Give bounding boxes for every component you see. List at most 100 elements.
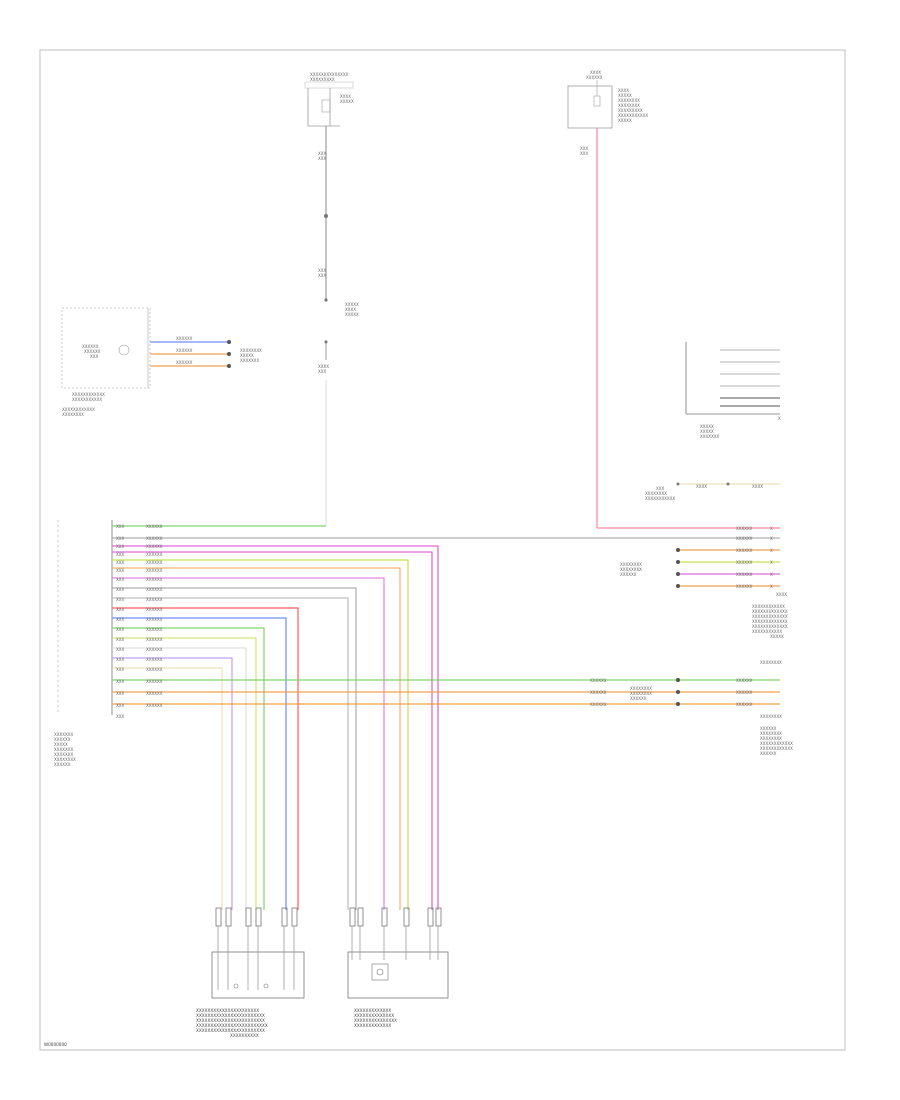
svg-text:XXXX: XXXX — [340, 94, 351, 99]
svg-text:XXXXXXXXXXXXXXXXXXXXXXXX: XXXXXXXXXXXXXXXXXXXXXXXX — [196, 1013, 265, 1018]
svg-text:XXXXXXXXXXXXXX: XXXXXXXXXXXXXX — [310, 72, 349, 77]
svg-text:XXXXXX: XXXXXX — [146, 577, 163, 582]
svg-text:XXX: XXX — [90, 354, 98, 359]
footer-code: W0000000 — [44, 1042, 67, 1047]
svg-text:XXXXXX: XXXXXX — [760, 751, 777, 756]
svg-text:XXXXXXXXXXXX: XXXXXXXXXXXX — [72, 392, 105, 397]
svg-text:XXXXXXXXXXXX: XXXXXXXXXXXX — [760, 746, 793, 751]
svg-text:XXXXXXXXXXXXXX: XXXXXXXXXXXXXX — [354, 1013, 394, 1018]
svg-text:XXX: XXX — [116, 657, 124, 662]
svg-text:XXXXXXXXXXXXXXXXXXXXXXXX: XXXXXXXXXXXXXXXXXXXXXXXX — [196, 1018, 265, 1023]
svg-text:XXXXXX: XXXXXX — [590, 690, 607, 695]
svg-text:XXXXXXXX: XXXXXXXX — [630, 691, 652, 696]
svg-text:XXX: XXX — [656, 486, 664, 491]
svg-text:XXX: XXX — [318, 156, 326, 161]
svg-text:XXX: XXX — [116, 617, 124, 622]
svg-text:XXXXXXX: XXXXXXX — [54, 732, 73, 737]
svg-text:XXXXXX: XXXXXX — [146, 597, 163, 602]
svg-text:XXXXXX: XXXXXX — [84, 349, 101, 354]
svg-text:X: X — [778, 416, 781, 421]
svg-text:XXXXXX: XXXXXX — [176, 348, 193, 353]
svg-text:XXXXX: XXXXX — [700, 424, 714, 429]
svg-text:XXX: XXX — [116, 627, 124, 632]
svg-text:XXXX: XXXX — [318, 364, 329, 369]
svg-text:XXXX: XXXX — [696, 484, 707, 489]
bottom-right-connector: XXXXXXXXXXXXX XXXXXXXXXXXXXX XXXXXXXXXXX… — [347, 907, 449, 1028]
svg-text:XXXXXXXXXXX: XXXXXXXXXXX — [618, 113, 648, 118]
svg-text:XXXXX: XXXXX — [240, 353, 254, 358]
svg-text:XXXXXXXXX: XXXXXXXXX — [618, 108, 643, 113]
svg-text:XXXXXXXX: XXXXXXXX — [760, 714, 782, 719]
svg-text:XXXXXXX: XXXXXXX — [54, 747, 73, 752]
svg-text:XXX: XXX — [116, 714, 124, 719]
svg-text:XXX: XXX — [116, 524, 124, 529]
svg-text:XXXXXX: XXXXXX — [146, 587, 163, 592]
svg-text:XXX: XXX — [116, 552, 124, 557]
svg-text:XXXXXX: XXXXXX — [146, 568, 163, 573]
svg-text:XXXXXX: XXXXXX — [146, 637, 163, 642]
svg-text:XXXXXXXX: XXXXXXXX — [620, 567, 642, 572]
svg-text:XXXXXX: XXXXXX — [590, 678, 607, 683]
svg-text:XXXXX: XXXXX — [618, 118, 632, 123]
svg-text:XXXXXXXXXXXX: XXXXXXXXXXXX — [62, 407, 95, 412]
svg-text:XXXXXX: XXXXXX — [736, 560, 753, 565]
svg-text:X: X — [770, 584, 773, 589]
svg-text:XXXXXX: XXXXXX — [736, 548, 753, 553]
svg-text:X: X — [770, 560, 773, 565]
svg-text:XXXXXX: XXXXXX — [146, 647, 163, 652]
left-sensor-component: XXXXXX XXXXXX XXX XXXXXXXXXXXX XXXXXXXXX… — [61, 307, 262, 417]
svg-text:X: X — [770, 536, 773, 541]
svg-text:XXXXXX: XXXXXX — [146, 560, 163, 565]
svg-text:XXXXXX: XXXXXX — [54, 737, 71, 742]
svg-text:XXXXXXXX: XXXXXXXX — [760, 660, 782, 665]
svg-text:XXXXXX: XXXXXX — [736, 526, 753, 531]
svg-text:XXXXXXXXXXX: XXXXXXXXXXX — [645, 496, 675, 501]
svg-text:XXXXXXXXX: XXXXXXXXX — [310, 77, 335, 82]
svg-text:XXX: XXX — [318, 151, 326, 156]
svg-text:XXX: XXX — [116, 691, 124, 696]
svg-text:XXXXXX: XXXXXX — [590, 702, 607, 707]
svg-text:XXXXXX: XXXXXX — [146, 703, 163, 708]
svg-text:XXXXXX: XXXXXX — [146, 524, 163, 529]
svg-text:XXXXXX: XXXXXX — [146, 627, 163, 632]
svg-text:XXXX: XXXX — [776, 592, 787, 597]
svg-text:XXXXXXXXXXX: XXXXXXXXXXX — [752, 629, 782, 634]
svg-text:XXX: XXX — [318, 268, 326, 273]
svg-text:XXXXXX: XXXXXX — [736, 690, 753, 695]
module-wire-bundle — [112, 520, 780, 910]
svg-text:XXX: XXX — [116, 637, 124, 642]
svg-text:XXXXXXXXXXXXX: XXXXXXXXXXXXX — [354, 1008, 391, 1013]
svg-text:XXXXXXXX: XXXXXXXX — [618, 98, 640, 103]
small-connector-right: XXX XXXXXXXX XXXXXXXXXXX — [645, 482, 780, 501]
svg-text:XXXXX: XXXXX — [345, 302, 359, 307]
svg-text:XXXX: XXXX — [752, 484, 763, 489]
svg-text:XXX: XXX — [116, 647, 124, 652]
svg-text:XXXX: XXXX — [590, 70, 601, 75]
diagram-frame — [39, 49, 846, 1051]
svg-text:XXXXXXXX: XXXXXXXX — [645, 491, 667, 496]
svg-text:XXX: XXX — [116, 568, 124, 573]
svg-text:XXX: XXX — [318, 369, 326, 374]
svg-text:XXXXXX: XXXXXX — [736, 536, 753, 541]
svg-text:XXXXXX: XXXXXX — [146, 667, 163, 672]
svg-text:XXX: XXX — [116, 667, 124, 672]
svg-text:XXXXXX: XXXXXX — [736, 584, 753, 589]
svg-text:XXXXXX: XXXXXX — [146, 691, 163, 696]
svg-text:XXXXXX: XXXXXX — [760, 726, 777, 731]
svg-text:XXXXXXXXXXXXX: XXXXXXXXXXXXX — [752, 614, 788, 619]
svg-text:XXXXXX: XXXXXX — [736, 678, 753, 683]
svg-text:XXXXX: XXXXX — [618, 93, 632, 98]
svg-text:XXXXXX: XXXXXX — [620, 572, 637, 577]
svg-text:XXXXXXXX: XXXXXXXX — [54, 757, 76, 762]
bottom-left-connector: XXXXXXXXXXXXXXXXXXXXXX XXXXXXXXXXXXXXXXX… — [196, 907, 305, 1038]
svg-text:XXXXX: XXXXX — [340, 99, 354, 104]
fuse-supply-top-center: XXXXXXXXXXXXXX XXXXXXXXX XXXX XXXXX XXX … — [304, 72, 359, 520]
svg-text:XXXXXXXX: XXXXXXXX — [618, 103, 640, 108]
svg-text:XXXXXX: XXXXXX — [146, 544, 163, 549]
main-control-module: XXXXXXX XXXXXX XXXXX XXXXXXX XXXXXXX XXX… — [54, 520, 124, 767]
svg-text:XXX: XXX — [116, 544, 124, 549]
svg-text:XXXXX: XXXXX — [770, 634, 784, 639]
svg-text:XXXXXXXXXXXX: XXXXXXXXXXXX — [760, 741, 793, 746]
